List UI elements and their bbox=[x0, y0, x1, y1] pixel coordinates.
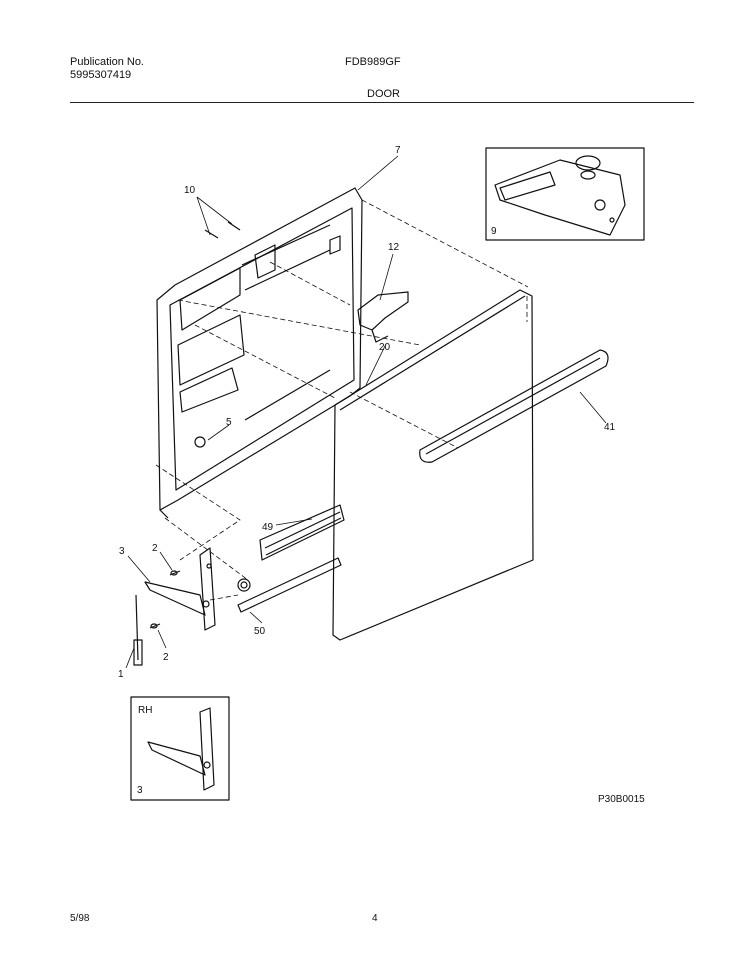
callout-41: 41 bbox=[604, 422, 616, 433]
callout-49: 49 bbox=[262, 522, 274, 533]
hinge-bracket bbox=[144, 547, 216, 631]
door-handle bbox=[419, 349, 609, 463]
section-title: DOOR bbox=[367, 88, 400, 100]
footer-page-number: 4 bbox=[372, 913, 378, 924]
callout-2-upper: 2 bbox=[152, 543, 158, 554]
callout-20: 20 bbox=[379, 342, 391, 353]
callout-3: 3 bbox=[119, 546, 125, 557]
assembly-lines bbox=[155, 199, 529, 601]
callout-9: 9 bbox=[491, 226, 497, 237]
hinge-spring bbox=[133, 594, 143, 666]
publication-number: 5995307419 bbox=[70, 69, 132, 81]
callout-50: 50 bbox=[254, 626, 266, 637]
inset-rh-label: RH bbox=[138, 705, 152, 716]
callout-10: 10 bbox=[184, 185, 196, 196]
screws-and-bushings bbox=[149, 221, 251, 629]
callout-12: 12 bbox=[388, 242, 400, 253]
inset-callout-3: 3 bbox=[137, 785, 143, 796]
gasket-strip bbox=[237, 557, 342, 613]
door-latch bbox=[357, 291, 409, 343]
header-rule bbox=[70, 102, 694, 103]
callout-2-lower: 2 bbox=[163, 652, 169, 663]
vent-strip bbox=[259, 504, 345, 561]
inner-door-liner bbox=[156, 187, 363, 519]
callout-7: 7 bbox=[395, 145, 401, 156]
leader-lines bbox=[125, 155, 607, 669]
dispenser-inset bbox=[485, 147, 645, 241]
callout-5: 5 bbox=[226, 417, 232, 428]
callout-1: 1 bbox=[118, 669, 124, 680]
footer-date: 5/98 bbox=[70, 913, 90, 924]
rh-hinge-inset bbox=[130, 696, 230, 801]
diagram-code: P30B0015 bbox=[598, 794, 645, 805]
publication-label: Publication No. bbox=[70, 56, 144, 68]
model-number: FDB989GF bbox=[345, 56, 401, 68]
outer-door-panel bbox=[332, 289, 534, 641]
